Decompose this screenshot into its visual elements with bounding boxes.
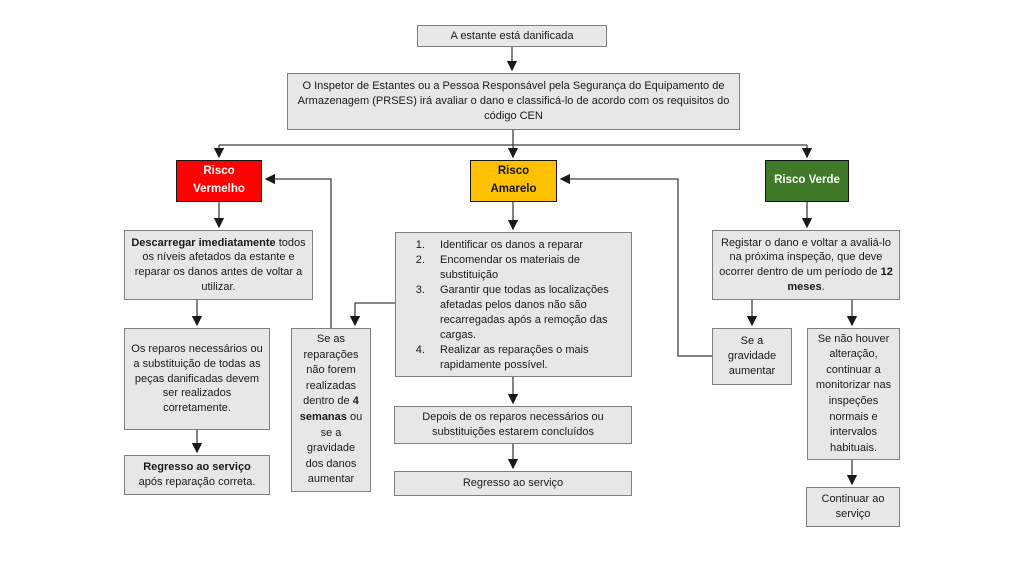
start-node: A estante está danificada <box>417 25 607 47</box>
assessment-node: O Inspetor de Estantes ou a Pessoa Respo… <box>287 73 740 130</box>
escalation-pre: Se as reparações não forem realizadas de… <box>303 332 359 408</box>
red-unload-text: Descarregar imediatamente todos os nívei… <box>131 236 306 295</box>
start-label: A estante está danificada <box>450 29 574 42</box>
green-register-text: Registar o dano e voltar a avaliá-lo na … <box>719 236 893 295</box>
red-return-rest: após reparação correta. <box>138 476 256 488</box>
green-continue-text: Continuar ao serviço <box>821 493 885 520</box>
risk-yellow-header: Risco Amarelo <box>470 160 557 202</box>
yellow-step-3: Garantir que todas as localizações afeta… <box>428 283 625 343</box>
red-unload-rest: todos os níveis afetados da estante e re… <box>134 236 306 293</box>
escalation-node: Se as reparações não forem realizadas de… <box>291 328 371 492</box>
risk-red-header: Risco Vermelho <box>176 160 262 202</box>
green-register-node: Registar o dano e voltar a avaliá-lo na … <box>712 230 900 300</box>
assessment-label: O Inspetor de Estantes ou a Pessoa Respo… <box>297 80 730 122</box>
green-register-pre: Registar o dano e voltar a avaliá-lo na … <box>719 236 891 278</box>
risk-green-label: Risco Verde <box>774 174 840 187</box>
yellow-steps-node: Identificar os danos a reparar Encomenda… <box>395 232 632 377</box>
yellow-return-node: Regresso ao serviço <box>394 471 632 496</box>
green-register-post: . <box>821 280 825 293</box>
risk-red-label: Risco Vermelho <box>193 165 245 195</box>
yellow-return-text: Regresso ao serviço <box>462 477 564 490</box>
red-return-text: Regresso ao serviço após reparação corre… <box>131 460 263 489</box>
red-return-bold: Regresso ao serviço <box>143 461 251 474</box>
green-register-bold: 12 meses <box>787 266 893 293</box>
green-severity-text: Se a gravidade aumentar <box>727 335 777 377</box>
red-return-node: Regresso ao serviço após reparação corre… <box>124 455 270 495</box>
green-nochange-node: Se não houver alteração, continuar a mon… <box>807 328 900 460</box>
red-unload-bold: Descarregar imediatamente <box>131 236 276 249</box>
green-nochange-text: Se não houver alteração, continuar a mon… <box>815 332 892 454</box>
green-severity-node: Se a gravidade aumentar <box>712 328 792 385</box>
escalation-bold: 4 semanas <box>299 395 359 423</box>
red-unload-node: Descarregar imediatamente todos os nívei… <box>124 230 313 300</box>
connector-steps-to-escalation <box>349 302 395 327</box>
yellow-step-1: Identificar os danos a reparar <box>428 238 625 253</box>
yellow-step-4: Realizar as reparações o mais rapidament… <box>428 343 625 373</box>
yellow-after-node: Depois de os reparos necessários ou subs… <box>394 406 632 444</box>
yellow-steps-list: Identificar os danos a reparar Encomenda… <box>400 238 625 373</box>
escalation-text: Se as reparações não forem realizadas de… <box>298 332 364 488</box>
connector-branch-trunk <box>219 130 807 146</box>
yellow-step-2: Encomendar os materiais de substituição <box>428 253 625 283</box>
risk-yellow-label: Risco Amarelo <box>490 165 537 195</box>
risk-green-header: Risco Verde <box>765 160 849 202</box>
yellow-after-text: Depois de os reparos necessários ou subs… <box>422 411 604 438</box>
green-continue-node: Continuar ao serviço <box>806 487 900 527</box>
red-repairs-node: Os reparos necessários ou a substituição… <box>124 328 270 430</box>
red-repairs-text: Os reparos necessários ou a substituição… <box>131 343 263 415</box>
escalation-post: ou se a gravidade dos danos aumentar <box>305 411 363 486</box>
